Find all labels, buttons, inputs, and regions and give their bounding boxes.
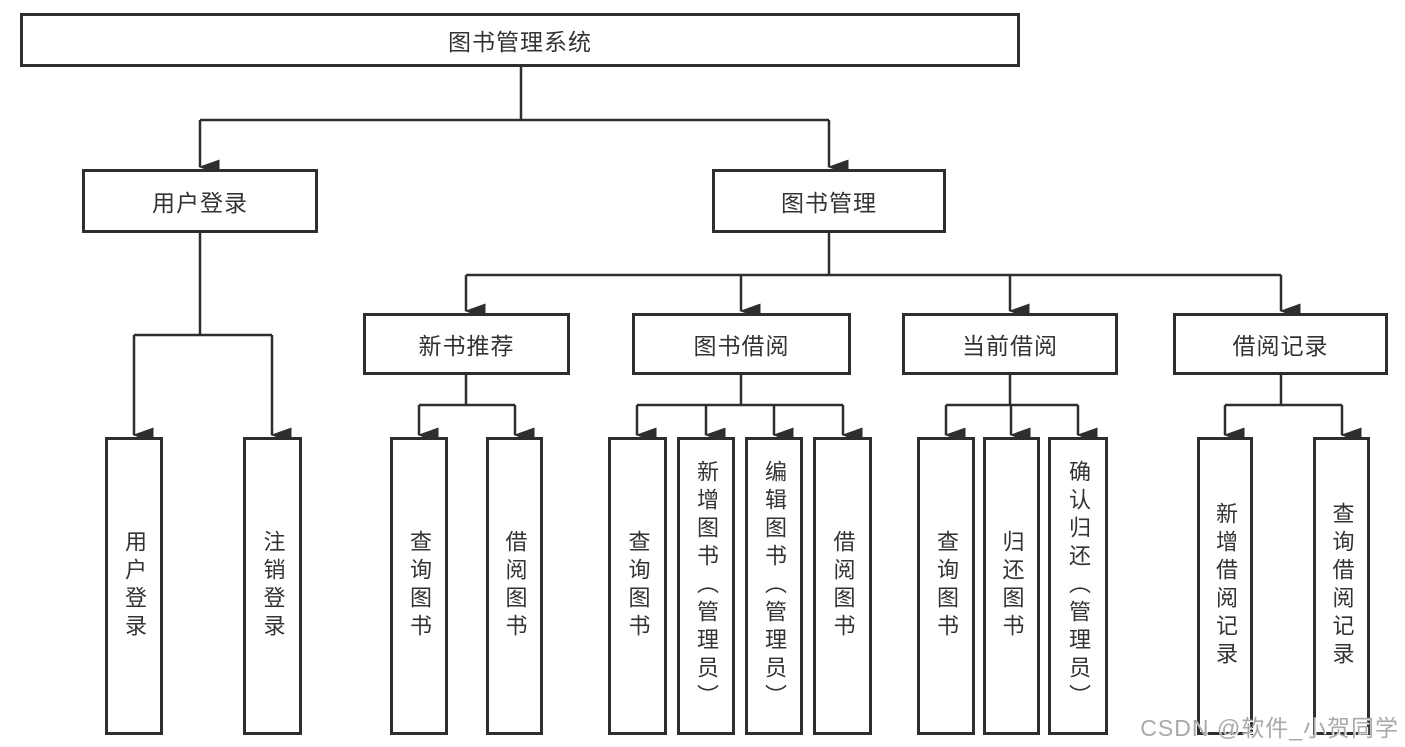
leaf-bb-edit-book-admin: 编辑图书（管理员） <box>745 437 803 735</box>
leaf-bb-borrow-book: 借阅图书 <box>813 437 872 735</box>
node-borrow-records: 借阅记录 <box>1173 313 1388 375</box>
leaf-bb-query-book: 查询图书 <box>608 437 667 735</box>
leaf-logout: 注销登录 <box>243 437 302 735</box>
leaf-bb-edit-book-admin-label: 编辑图书（管理员） <box>762 460 787 712</box>
node-user-login-label: 用户登录 <box>152 190 248 216</box>
node-root: 图书管理系统 <box>20 13 1020 67</box>
leaf-bb-borrow-book-label: 借阅图书 <box>830 530 856 642</box>
leaf-br-add-record: 新增借阅记录 <box>1197 437 1253 735</box>
leaf-cb-confirm-return-admin-label: 确认归还（管理员） <box>1066 460 1091 712</box>
node-book-borrow-label: 图书借阅 <box>693 333 790 359</box>
node-root-label: 图书管理系统 <box>448 29 592 55</box>
leaf-bb-add-book-admin: 新增图书（管理员） <box>677 437 735 735</box>
node-book-management-label: 图书管理 <box>781 190 877 216</box>
leaf-bb-add-book-admin-label: 新增图书（管理员） <box>694 460 719 712</box>
leaf-user-login: 用户登录 <box>105 437 163 735</box>
leaf-cb-confirm-return-admin: 确认归还（管理员） <box>1048 437 1108 735</box>
node-current-borrow: 当前借阅 <box>902 313 1118 375</box>
leaf-br-add-record-label: 新增借阅记录 <box>1213 502 1238 670</box>
leaf-user-login-label: 用户登录 <box>122 530 147 642</box>
leaf-rec-borrow-book-label: 借阅图书 <box>502 530 528 642</box>
leaf-cb-query-book-label: 查询图书 <box>934 530 959 642</box>
leaf-cb-return-book-label: 归还图书 <box>999 530 1025 642</box>
node-book-management: 图书管理 <box>712 169 946 233</box>
leaf-bb-query-book-label: 查询图书 <box>625 530 651 642</box>
leaf-cb-query-book: 查询图书 <box>917 437 975 735</box>
node-new-book-recommend: 新书推荐 <box>363 313 570 375</box>
node-new-book-recommend-label: 新书推荐 <box>418 333 515 359</box>
leaf-br-query-record: 查询借阅记录 <box>1313 437 1370 735</box>
node-book-borrow: 图书借阅 <box>632 313 851 375</box>
leaf-br-query-record-label: 查询借阅记录 <box>1329 502 1355 670</box>
leaf-rec-query-book: 查询图书 <box>390 437 448 735</box>
leaf-logout-label: 注销登录 <box>260 530 286 642</box>
node-borrow-records-label: 借阅记录 <box>1232 333 1329 359</box>
leaf-cb-return-book: 归还图书 <box>983 437 1040 735</box>
leaf-rec-borrow-book: 借阅图书 <box>486 437 543 735</box>
leaf-rec-query-book-label: 查询图书 <box>407 530 432 642</box>
csdn-watermark: CSDN @软件_小贺同学 <box>1140 715 1399 741</box>
node-current-borrow-label: 当前借阅 <box>962 333 1058 359</box>
node-user-login: 用户登录 <box>82 169 318 233</box>
